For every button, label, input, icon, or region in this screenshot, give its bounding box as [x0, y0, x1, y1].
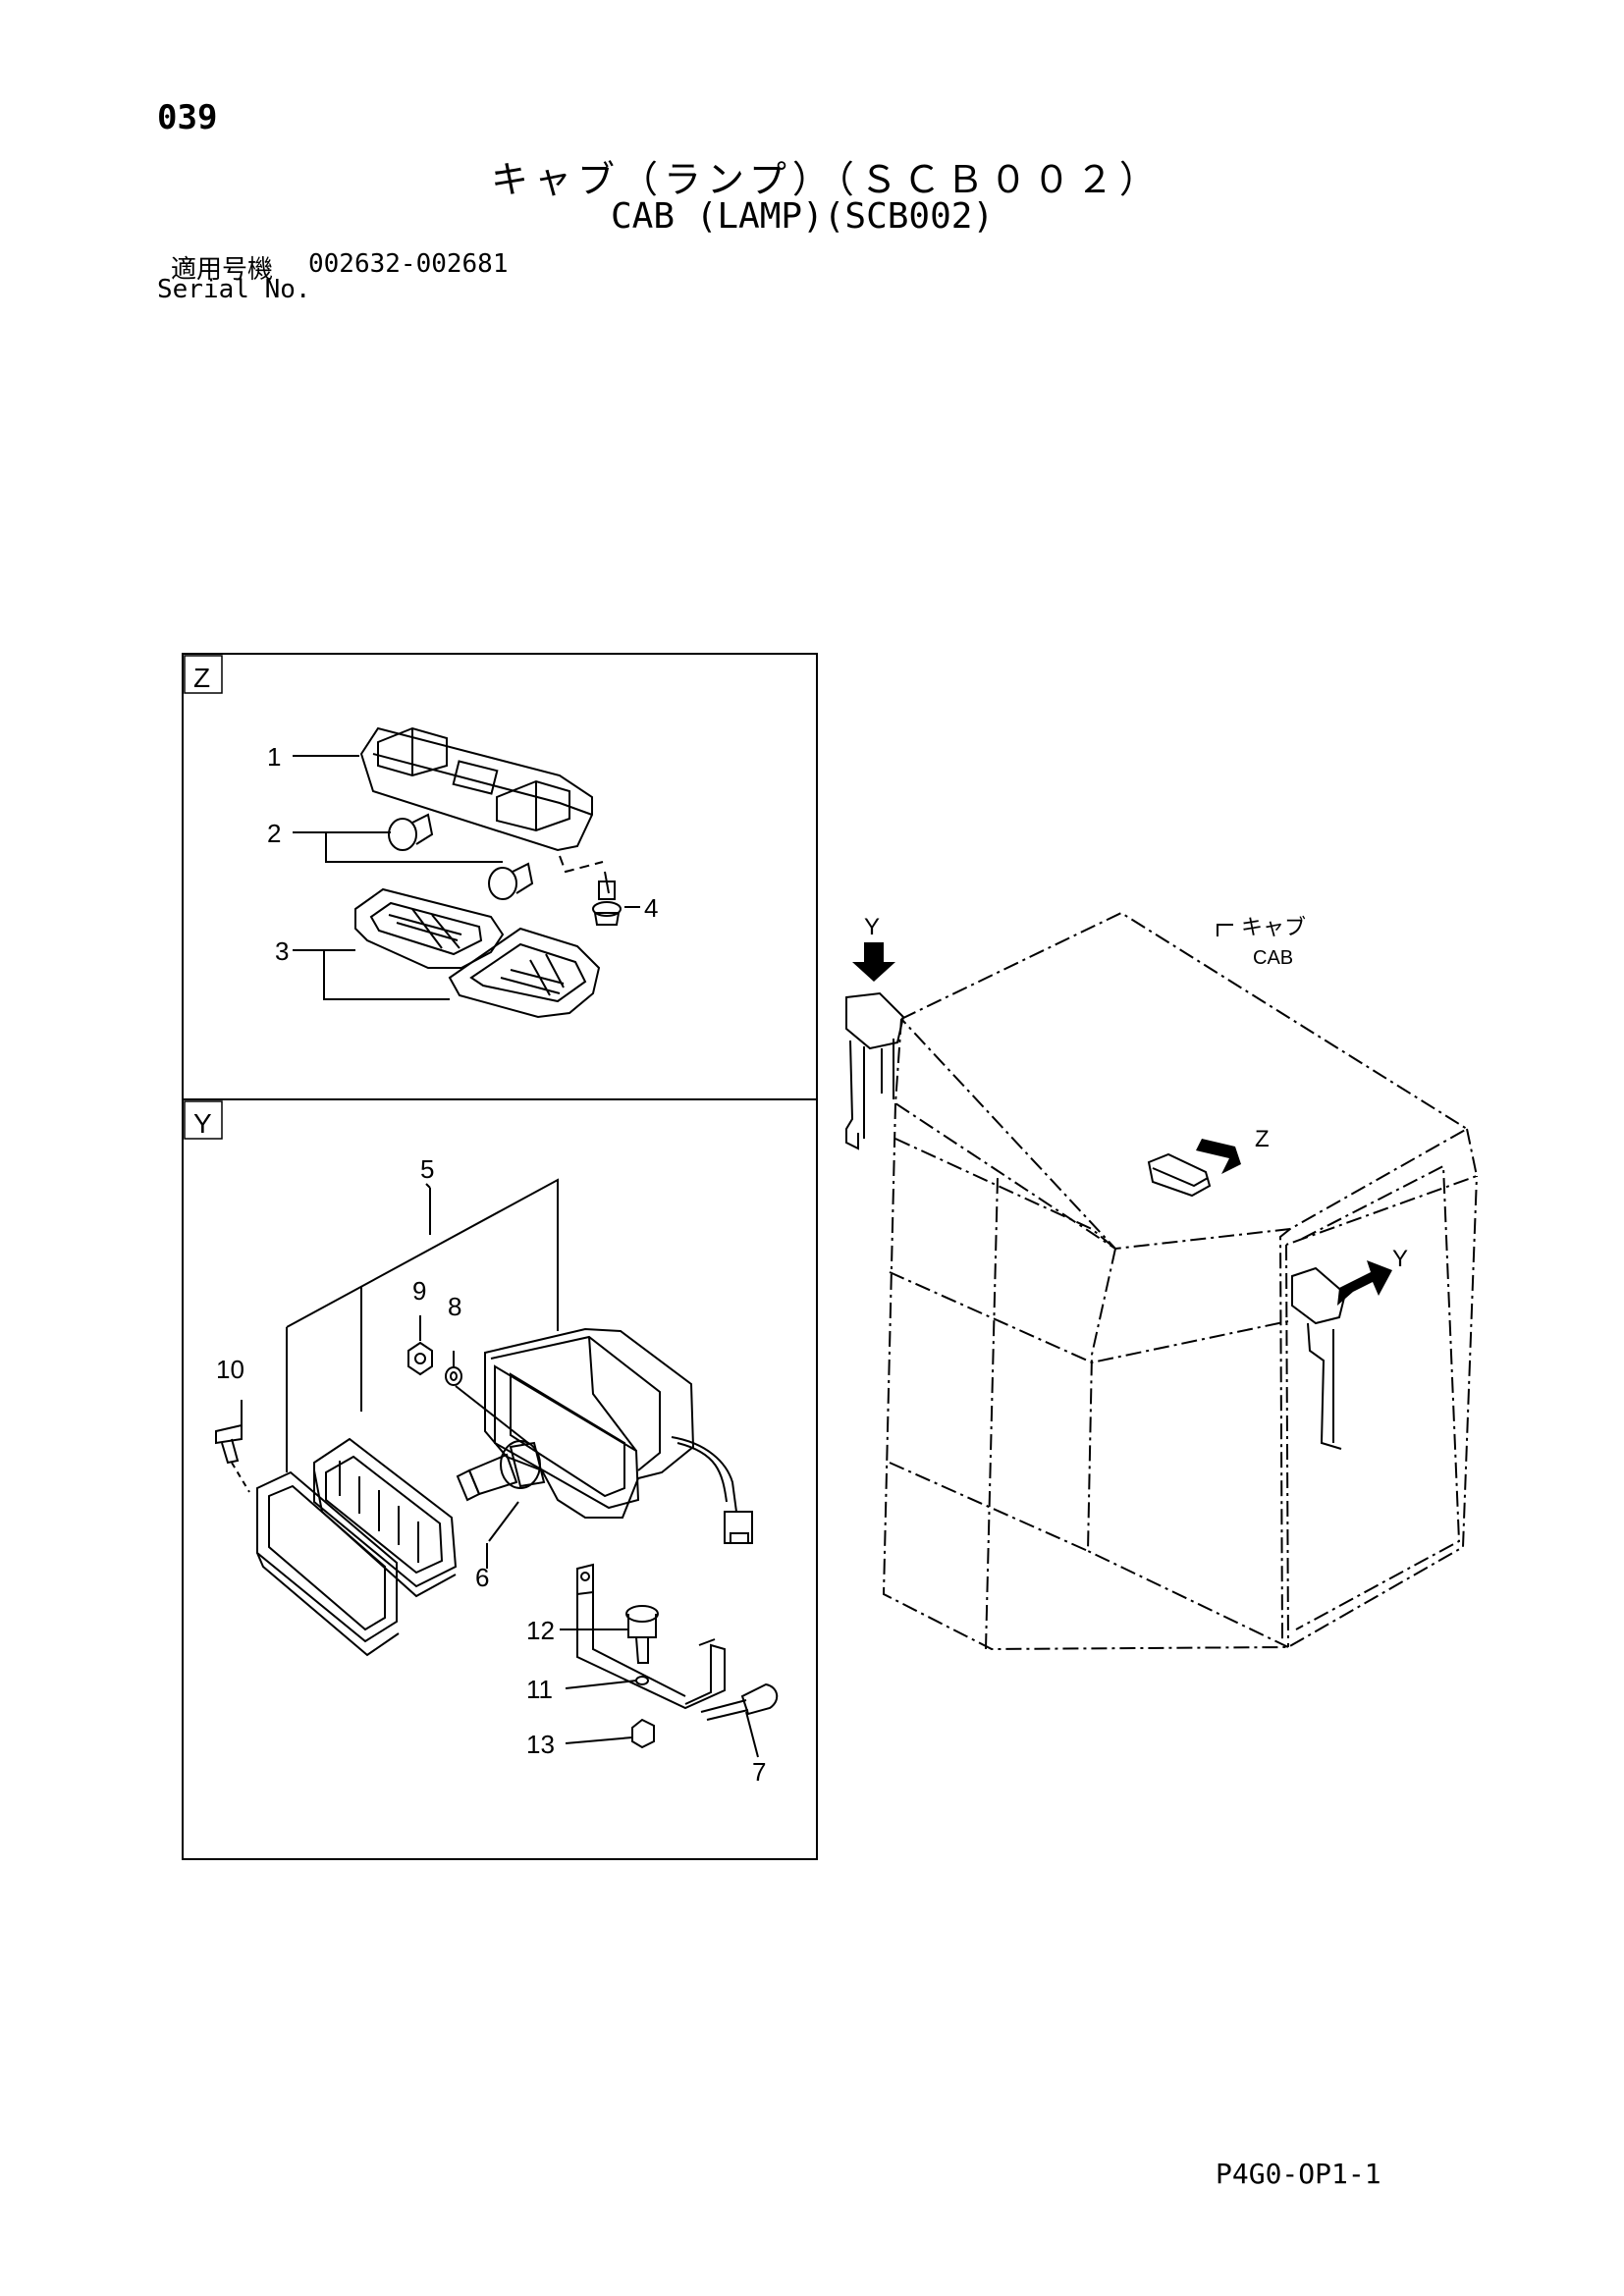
callout-8: 8	[448, 1292, 461, 1321]
page-title-japanese: キャブ（ランプ）（ＳＣＢ００２）	[491, 158, 1163, 201]
work-light-assembly	[215, 1178, 779, 1758]
callout-7: 7	[752, 1757, 766, 1787]
room-lamp-assembly	[293, 726, 640, 1019]
view-z-label: Z	[193, 663, 210, 693]
cab-label-english: CAB	[1253, 947, 1293, 969]
callout-12: 12	[526, 1616, 555, 1645]
callout-6: 6	[475, 1563, 489, 1592]
view-y-label: Y	[193, 1108, 212, 1139]
callout-2: 2	[267, 819, 281, 848]
view-y-tag	[184, 1100, 223, 1140]
serial-label-english: Serial No.	[157, 275, 311, 304]
callout-5: 5	[420, 1154, 434, 1184]
arrow-z-icon	[1196, 1129, 1241, 1174]
view-y-frame	[182, 1098, 818, 1860]
callout-3: 3	[275, 936, 289, 966]
cab-arrows	[852, 942, 1392, 1306]
drawing-code: P4G0-OP1-1	[1216, 2158, 1381, 2190]
cab-outline	[882, 911, 1479, 1651]
page-number: 039	[157, 98, 218, 137]
arrow-y-top-icon	[852, 942, 895, 982]
callout-1: 1	[267, 742, 281, 772]
cab-lamp-details	[845, 924, 1347, 1450]
callout-9: 9	[412, 1276, 426, 1306]
arrow-y-side-icon	[1337, 1260, 1392, 1306]
arrow-z-label: Z	[1255, 1126, 1270, 1152]
arrow-y-top-label: Y	[864, 914, 880, 940]
page-title-english: CAB (LAMP)(SCB002)	[611, 196, 995, 237]
serial-label-japanese: 適用号機	[171, 255, 274, 285]
cab-label-japanese: キャブ	[1241, 916, 1306, 940]
callout-4: 4	[644, 893, 658, 923]
arrow-y-side-label: Y	[1392, 1246, 1408, 1272]
serial-range: 002632-002681	[308, 249, 509, 279]
callout-10: 10	[216, 1355, 244, 1384]
view-z-tag	[184, 655, 223, 694]
callout-11: 11	[526, 1675, 553, 1704]
view-z-frame	[182, 653, 818, 1100]
callout-13: 13	[526, 1730, 555, 1759]
